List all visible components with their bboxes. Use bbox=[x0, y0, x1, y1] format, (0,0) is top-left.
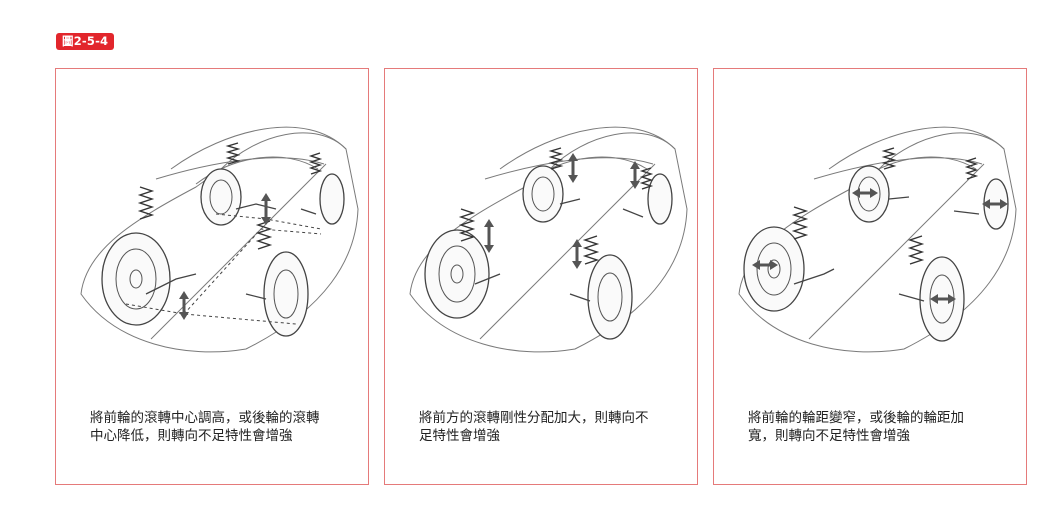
rear-right-wheel bbox=[648, 174, 672, 224]
front-left-wheel bbox=[744, 227, 804, 311]
front-left-wheel bbox=[425, 230, 489, 318]
rear-left-wheel bbox=[523, 166, 563, 222]
rear-right-wheel bbox=[320, 174, 344, 224]
panel-roll-center: 將前輪的滾轉中心調高，或後輪的滾轉 中心降低，則轉向不足特性會增強 bbox=[55, 68, 369, 485]
car-suspension-illustration-roll-stiffness bbox=[385, 69, 697, 369]
car-suspension-illustration-roll-center bbox=[56, 69, 368, 369]
panel-track-width: 將前輪的輪距變窄，或後輪的輪距加 寬，則轉向不足特性會增強 bbox=[713, 68, 1027, 485]
rear-left-wheel bbox=[201, 169, 241, 225]
front-left-wheel bbox=[102, 233, 170, 325]
panel-roll-stiffness: 將前方的滾轉剛性分配加大，則轉向不 足特性會增強 bbox=[384, 68, 698, 485]
front-right-wheel bbox=[588, 255, 632, 339]
panel-caption: 將前方的滾轉剛性分配加大，則轉向不 足特性會增強 bbox=[419, 409, 681, 445]
panel-caption: 將前輪的輪距變窄，或後輪的輪距加 寬，則轉向不足特性會增強 bbox=[748, 409, 1010, 445]
car-suspension-illustration-track-width bbox=[714, 69, 1026, 369]
figure-label: 圖2-5-4 bbox=[56, 33, 114, 50]
front-right-wheel bbox=[264, 252, 308, 336]
panel-caption: 將前輪的滾轉中心調高，或後輪的滾轉 中心降低，則轉向不足特性會增強 bbox=[90, 409, 352, 445]
